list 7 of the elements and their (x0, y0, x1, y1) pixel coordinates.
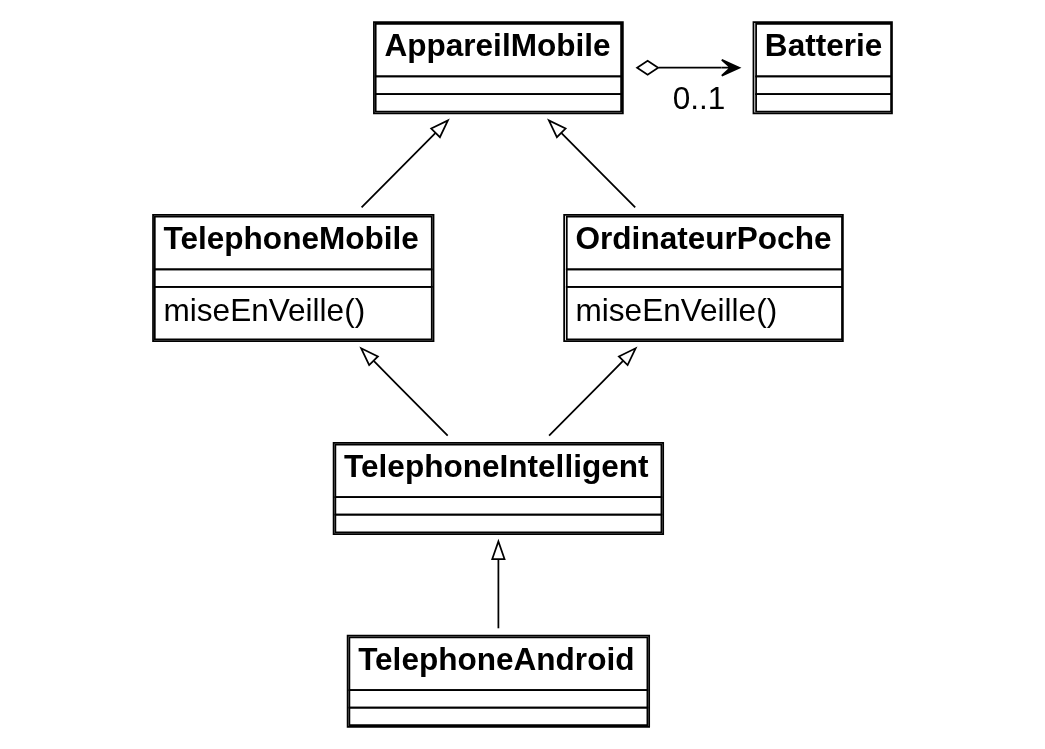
arrow (635, 58, 741, 77)
arrow (359, 346, 449, 437)
arrow (547, 118, 637, 209)
edge-label: 0..1 (672, 80, 726, 117)
arrow (548, 346, 638, 437)
arrow (360, 118, 450, 209)
arrow (491, 538, 506, 630)
